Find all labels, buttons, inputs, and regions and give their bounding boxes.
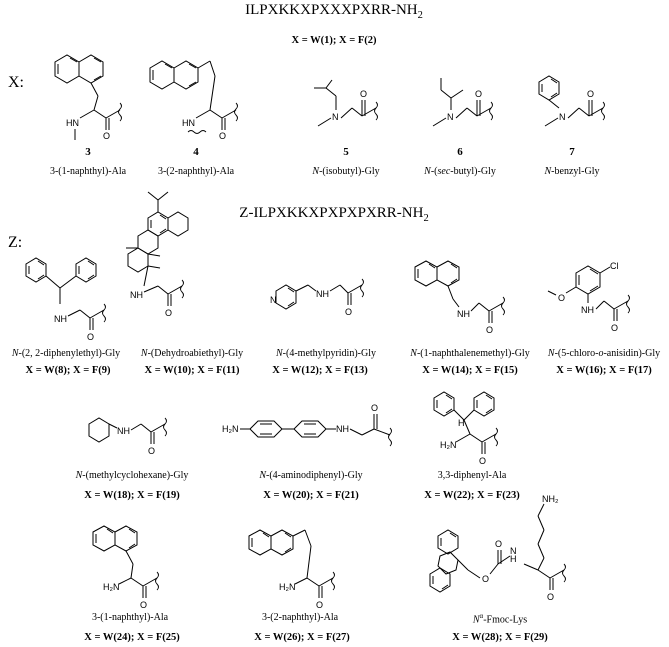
structure-6-sec-butyl-gly: N O: [432, 78, 493, 127]
svg-text:O: O: [495, 539, 502, 549]
svg-text:H₂N: H₂N: [222, 424, 239, 434]
assignment-22-23: X = W(22); X = F(23): [424, 490, 520, 501]
compound-number-7: 7: [569, 146, 575, 158]
svg-text:O: O: [148, 446, 155, 456]
compound-name-4: 3-(2-naphthyl)-Ala: [157, 166, 235, 177]
structure-7-benzyl-gly: N O: [538, 75, 605, 127]
structure-dehydroabiethyl-gly: NH O: [126, 191, 189, 318]
svg-text:NH: NH: [581, 305, 594, 315]
svg-text:H: H: [458, 418, 465, 428]
compound-name-fmoc-lys: Nα-Fmoc-Lys: [472, 612, 528, 626]
assignment-28-29: X = W(28); X = F(29): [452, 632, 548, 643]
svg-text:O: O: [482, 574, 489, 584]
svg-text:O: O: [547, 592, 554, 602]
structure-fmoc-lys: NH₂ H N O O O: [429, 494, 566, 602]
svg-text:H₂N: H₂N: [279, 582, 296, 592]
svg-text:O: O: [558, 293, 565, 303]
structure-2-naphthyl-ala-z: H₂N O: [248, 529, 335, 610]
assignment-14-15: X = W(14); X = F(15): [422, 365, 518, 376]
compound-number-6: 6: [457, 146, 463, 158]
svg-text:O: O: [475, 89, 482, 99]
svg-text:Cl: Cl: [610, 261, 619, 271]
svg-text:NH: NH: [54, 314, 67, 324]
structure-diphenyl-ala: H H₂N O: [433, 391, 498, 466]
compound-name-methylcyclohexane: N-(methylcyclohexane)-Gly: [75, 470, 189, 481]
compound-name-2-naphthyl-ala: 3-(2-naphthyl)-Ala: [261, 612, 339, 623]
assignment-20-21: X = W(20); X = F(21): [263, 490, 359, 501]
compound-name-7: N-benzyl-Gly: [544, 166, 600, 177]
svg-text:HN: HN: [182, 118, 195, 128]
svg-text:O: O: [87, 332, 94, 342]
svg-text:O: O: [360, 89, 367, 99]
structure-aminodiphenyl-gly: H₂N NH O: [222, 403, 392, 447]
svg-text:H₂N: H₂N: [440, 440, 457, 450]
svg-text:O: O: [140, 600, 147, 610]
svg-text:HN: HN: [66, 118, 79, 128]
svg-text:O: O: [165, 308, 172, 318]
svg-text:NH: NH: [457, 309, 470, 319]
assignment-8-9: X = W(8); X = F(9): [25, 365, 111, 376]
assignment-18-19: X = W(18); X = F(19): [84, 490, 180, 501]
structure-chloro-anisidin-gly: Cl O NH O: [547, 261, 630, 333]
assignment-24-25: X = W(24); X = F(25): [84, 632, 180, 643]
peptide-sequence-1: ILPXKKXPXXXPXRR-NH2: [245, 2, 423, 21]
svg-text:N: N: [447, 112, 454, 122]
compound-name-chloro-anisidin: N-(5-chloro-o-anisidin)-Gly: [547, 348, 661, 359]
assignment-12-13: X = W(12); X = F(13): [272, 365, 368, 376]
svg-text:O: O: [219, 131, 226, 141]
compound-number-5: 5: [343, 146, 349, 158]
structure-naphthalenemethyl-gly: NH O: [414, 260, 505, 335]
svg-text:O: O: [345, 307, 352, 317]
svg-text:NH: NH: [336, 424, 349, 434]
svg-text:O: O: [479, 456, 486, 466]
svg-text:N: N: [332, 112, 339, 122]
compound-name-naphthalenemethyl: N-(1-naphthalenemethyl)-Gly: [410, 348, 530, 359]
svg-text:NH: NH: [130, 290, 143, 300]
x-section-label: X:: [8, 74, 24, 91]
compound-name-6: N-(sec-butyl)-Gly: [424, 166, 496, 177]
compound-name-methylpyridin: N-(4-methylpyridin)-Gly: [276, 348, 376, 359]
structure-3-1-naphthyl-ala: HN O: [54, 54, 122, 141]
structure-diphenylethyl-gly: NH O: [25, 257, 106, 342]
compound-name-diphenyl-ala: 3,3-diphenyl-Ala: [437, 470, 507, 481]
svg-text:NH: NH: [117, 426, 130, 436]
compound-name-aminodiphenyl: N-(4-aminodiphenyl)-Gly: [259, 470, 363, 481]
svg-text:O: O: [103, 131, 110, 141]
compound-number-3: 3: [85, 146, 91, 158]
structure-methylpyridin-gly: N NH O: [270, 278, 364, 317]
assignment-26-27: X = W(26); X = F(27): [254, 632, 350, 643]
compound-name-dehydroabiethyl: N-(Dehydroabiethyl)-Gly: [140, 348, 244, 359]
svg-text:NH: NH: [316, 289, 329, 299]
structure-1-naphthyl-ala-z: H₂N O: [92, 525, 159, 610]
compound-number-4: 4: [193, 146, 199, 158]
svg-text:O: O: [587, 89, 594, 99]
svg-text:O: O: [611, 323, 618, 333]
z-section-label: Z:: [8, 234, 23, 251]
compound-name-diphenylethyl: N-(2, 2-diphenylethyl)-Gly: [11, 348, 121, 359]
assignment-16-17: X = W(16); X = F(17): [556, 365, 652, 376]
svg-text:O: O: [371, 403, 378, 413]
svg-text:N: N: [559, 112, 566, 122]
structure-methylcyclohexane-gly: NH O: [88, 417, 167, 456]
compound-name-1-naphthyl-ala: 3-(1-naphthyl)-Ala: [91, 612, 169, 623]
compound-name-3: 3-(1-naphthyl)-Ala: [49, 166, 127, 177]
svg-text:H₂N: H₂N: [103, 582, 120, 592]
assignment-1: X = W(1); X = F(2): [291, 35, 377, 46]
svg-text:O: O: [316, 600, 323, 610]
structure-4-2-naphthyl-ala: HN O: [149, 60, 238, 141]
svg-text:N: N: [270, 295, 277, 305]
svg-text:H: H: [510, 554, 517, 564]
svg-text:O: O: [486, 325, 493, 335]
compound-name-5: N-(isobutyl)-Gly: [312, 166, 380, 177]
svg-text:N: N: [510, 546, 517, 556]
peptide-sequence-2: Z-ILPXKKXPXPXPXRR-NH2: [239, 205, 429, 224]
svg-text:NH₂: NH₂: [542, 494, 559, 504]
structure-5-isobutyl-gly: N O: [314, 79, 378, 127]
assignment-10-11: X = W(10); X = F(11): [144, 365, 240, 376]
